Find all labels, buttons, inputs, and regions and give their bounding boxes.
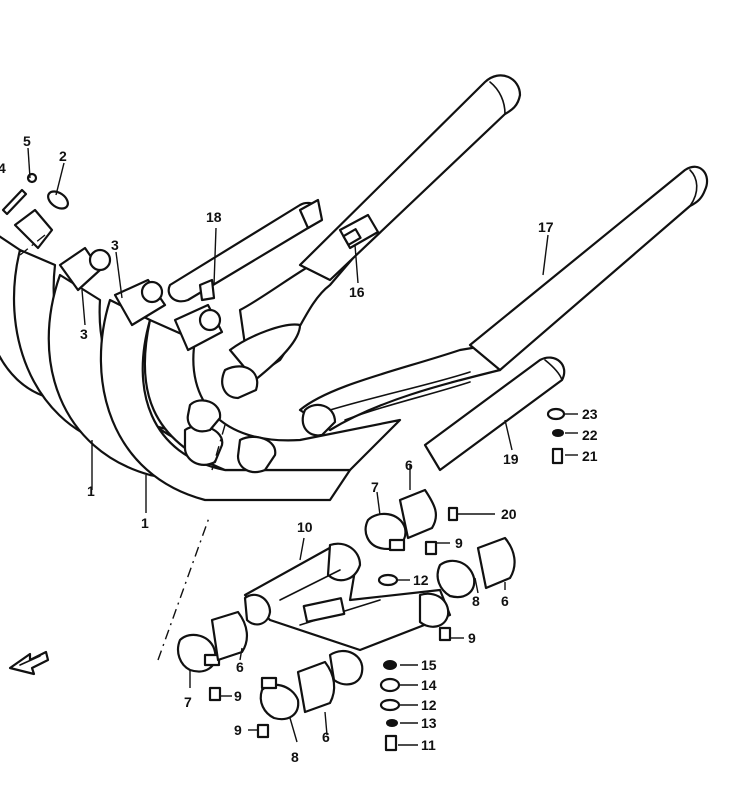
callout-6-lower-mid: 6 [322,729,330,745]
callout-7-upper: 7 [371,479,379,495]
header-pipes [0,235,402,502]
gasket-2 [47,190,69,210]
sleeve-6-upper [398,488,438,540]
callout-23: 23 [582,406,598,422]
leader-lines [27,147,578,746]
callout-labels: 4 5 2 3 3 1 1 18 16 17 19 23 22 21 20 6 … [0,133,598,765]
joint-pipe-10 [243,542,452,686]
callout-9-right: 9 [468,630,476,646]
callout-2: 2 [59,148,67,164]
callout-12-lower: 12 [421,697,437,713]
clamp-7-upper [364,512,407,552]
callout-6-lower-left: 6 [236,659,244,675]
heat-shield-19 [423,356,566,472]
callout-14: 14 [421,677,437,693]
heat-shield-18 [167,198,324,303]
callout-19: 19 [503,451,519,467]
stud-bolt-4 [1,188,28,216]
alignment-lines [19,234,226,661]
upper-muffler [298,74,522,282]
collector-pipes [221,238,502,437]
clamp-8-lower [259,676,300,721]
callout-13: 13 [421,715,437,731]
callout-20: 20 [501,506,517,522]
callout-10: 10 [297,519,313,535]
callout-5: 5 [23,133,31,149]
clamp-8-right [436,559,476,599]
callout-16: 16 [349,284,365,300]
callout-11: 11 [421,737,436,753]
callout-4: 4 [0,160,6,176]
callout-8-lower: 8 [291,749,299,765]
callout-21: 21 [582,448,598,464]
callout-12-upper: 12 [413,572,429,588]
front-direction-arrow-icon [8,650,50,676]
callout-9-lower-mid: 9 [234,688,242,704]
callout-17: 17 [538,219,554,235]
callout-1-left: 1 [87,483,95,499]
callout-22: 22 [582,427,598,443]
callout-8-right: 8 [472,593,480,609]
callout-3-upper: 3 [111,237,119,253]
callout-6-right: 6 [501,593,509,609]
callout-15: 15 [421,657,437,673]
callout-1-right: 1 [141,515,149,531]
fasteners [208,407,566,752]
callout-9-upper: 9 [455,535,463,551]
lower-muffler [468,165,709,372]
sleeve-6-lower-mid [296,660,336,714]
callout-18: 18 [206,209,222,225]
flanges [13,208,224,352]
callout-7-lower: 7 [184,694,192,710]
clamp-7-lower [176,633,221,673]
sleeve-6-right [476,536,516,590]
callout-3-lower: 3 [80,326,88,342]
callout-9-lower-left: 9 [234,722,242,738]
clamp-16 [338,213,380,250]
callout-6-upper: 6 [405,457,413,473]
